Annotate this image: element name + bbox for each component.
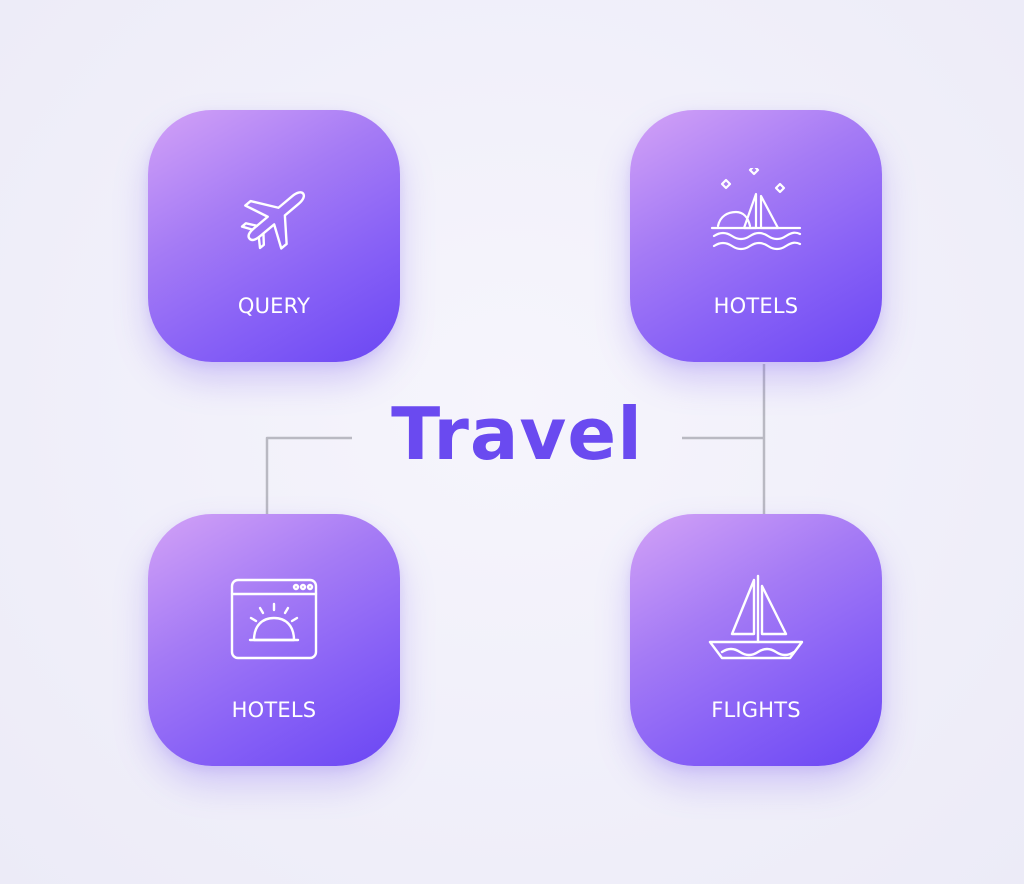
tile-query[interactable]: QUERY [148,110,400,362]
tile-label: HOTELS [231,698,317,722]
page-title: Travel [391,392,643,476]
connector-left [265,436,352,514]
tile-label: QUERY [237,294,311,318]
connector-right [682,364,766,514]
tile-hotels[interactable]: HOTELS [630,110,882,362]
tile-hotels-secondary[interactable]: HOTELS [148,514,400,766]
beach-sailboat-icon [706,168,806,268]
browser-window-icon [224,572,324,672]
tile-label: FLIGHTS [711,698,801,722]
tile-label: HOTELS [713,294,799,318]
sailboat-icon [706,572,806,672]
tile-flights[interactable]: FLIGHTS [630,514,882,766]
airplane-icon [224,168,324,268]
